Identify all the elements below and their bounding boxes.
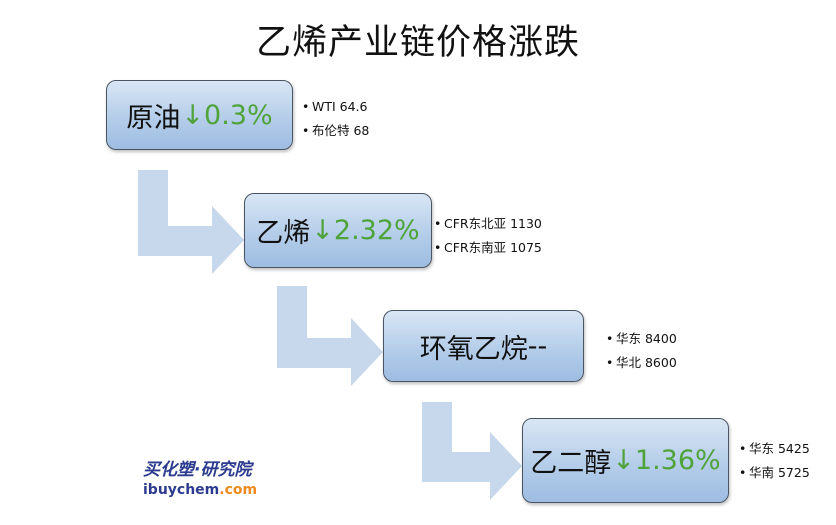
list-item: •华南 5725 — [739, 465, 810, 480]
logo-en-text: ibuychem.com — [143, 482, 258, 498]
list-item: •布伦特 68 — [302, 123, 370, 138]
list-item: •CFR东南亚 1075 — [434, 240, 542, 255]
node-crude-oil: 原油↓0.3% — [106, 80, 293, 150]
price-change: ↓2.32% — [311, 215, 420, 246]
list-item: •CFR东北亚 1130 — [434, 216, 542, 231]
flow-arrow-3 — [422, 402, 522, 500]
node-label: 原油 — [126, 102, 181, 134]
node-ethylene-glycol: 乙二醇↓1.36% — [522, 418, 729, 503]
flow-arrow-2 — [277, 286, 383, 386]
ibuychem-logo: 买化塑·研究院 ibuychem.com — [143, 455, 257, 498]
list-item: •WTI 64.6 — [302, 99, 368, 114]
price-list-ethylene-glycol: •华东 5425 •华南 5725 — [739, 437, 810, 485]
price-change: ↓1.36% — [612, 445, 721, 476]
price-list-ethylene-oxide: •华东 8400 •华北 8600 — [606, 327, 677, 375]
flow-arrow-1 — [138, 170, 244, 274]
diagram-title: 乙烯产业链价格涨跌 — [255, 23, 580, 63]
list-item: •华北 8600 — [606, 355, 677, 370]
price-list-crude-oil: •WTI 64.6 •布伦特 68 — [302, 95, 369, 143]
node-label: 环氧乙烷 — [419, 333, 528, 365]
price-change: ↓0.3% — [181, 99, 273, 131]
node-ethylene: 乙烯↓2.32% — [244, 193, 432, 268]
node-label: 乙二醇 — [530, 448, 612, 479]
price-list-ethylene: •CFR东北亚 1130 •CFR东南亚 1075 — [434, 212, 542, 260]
list-item: •华东 8400 — [606, 331, 677, 346]
list-item: •华东 5425 — [739, 441, 810, 456]
node-ethylene-oxide: 环氧乙烷 -- — [383, 310, 584, 382]
price-change: -- — [527, 330, 548, 362]
node-label: 乙烯 — [256, 218, 311, 249]
logo-cn-text: 买化塑·研究院 — [143, 460, 252, 480]
